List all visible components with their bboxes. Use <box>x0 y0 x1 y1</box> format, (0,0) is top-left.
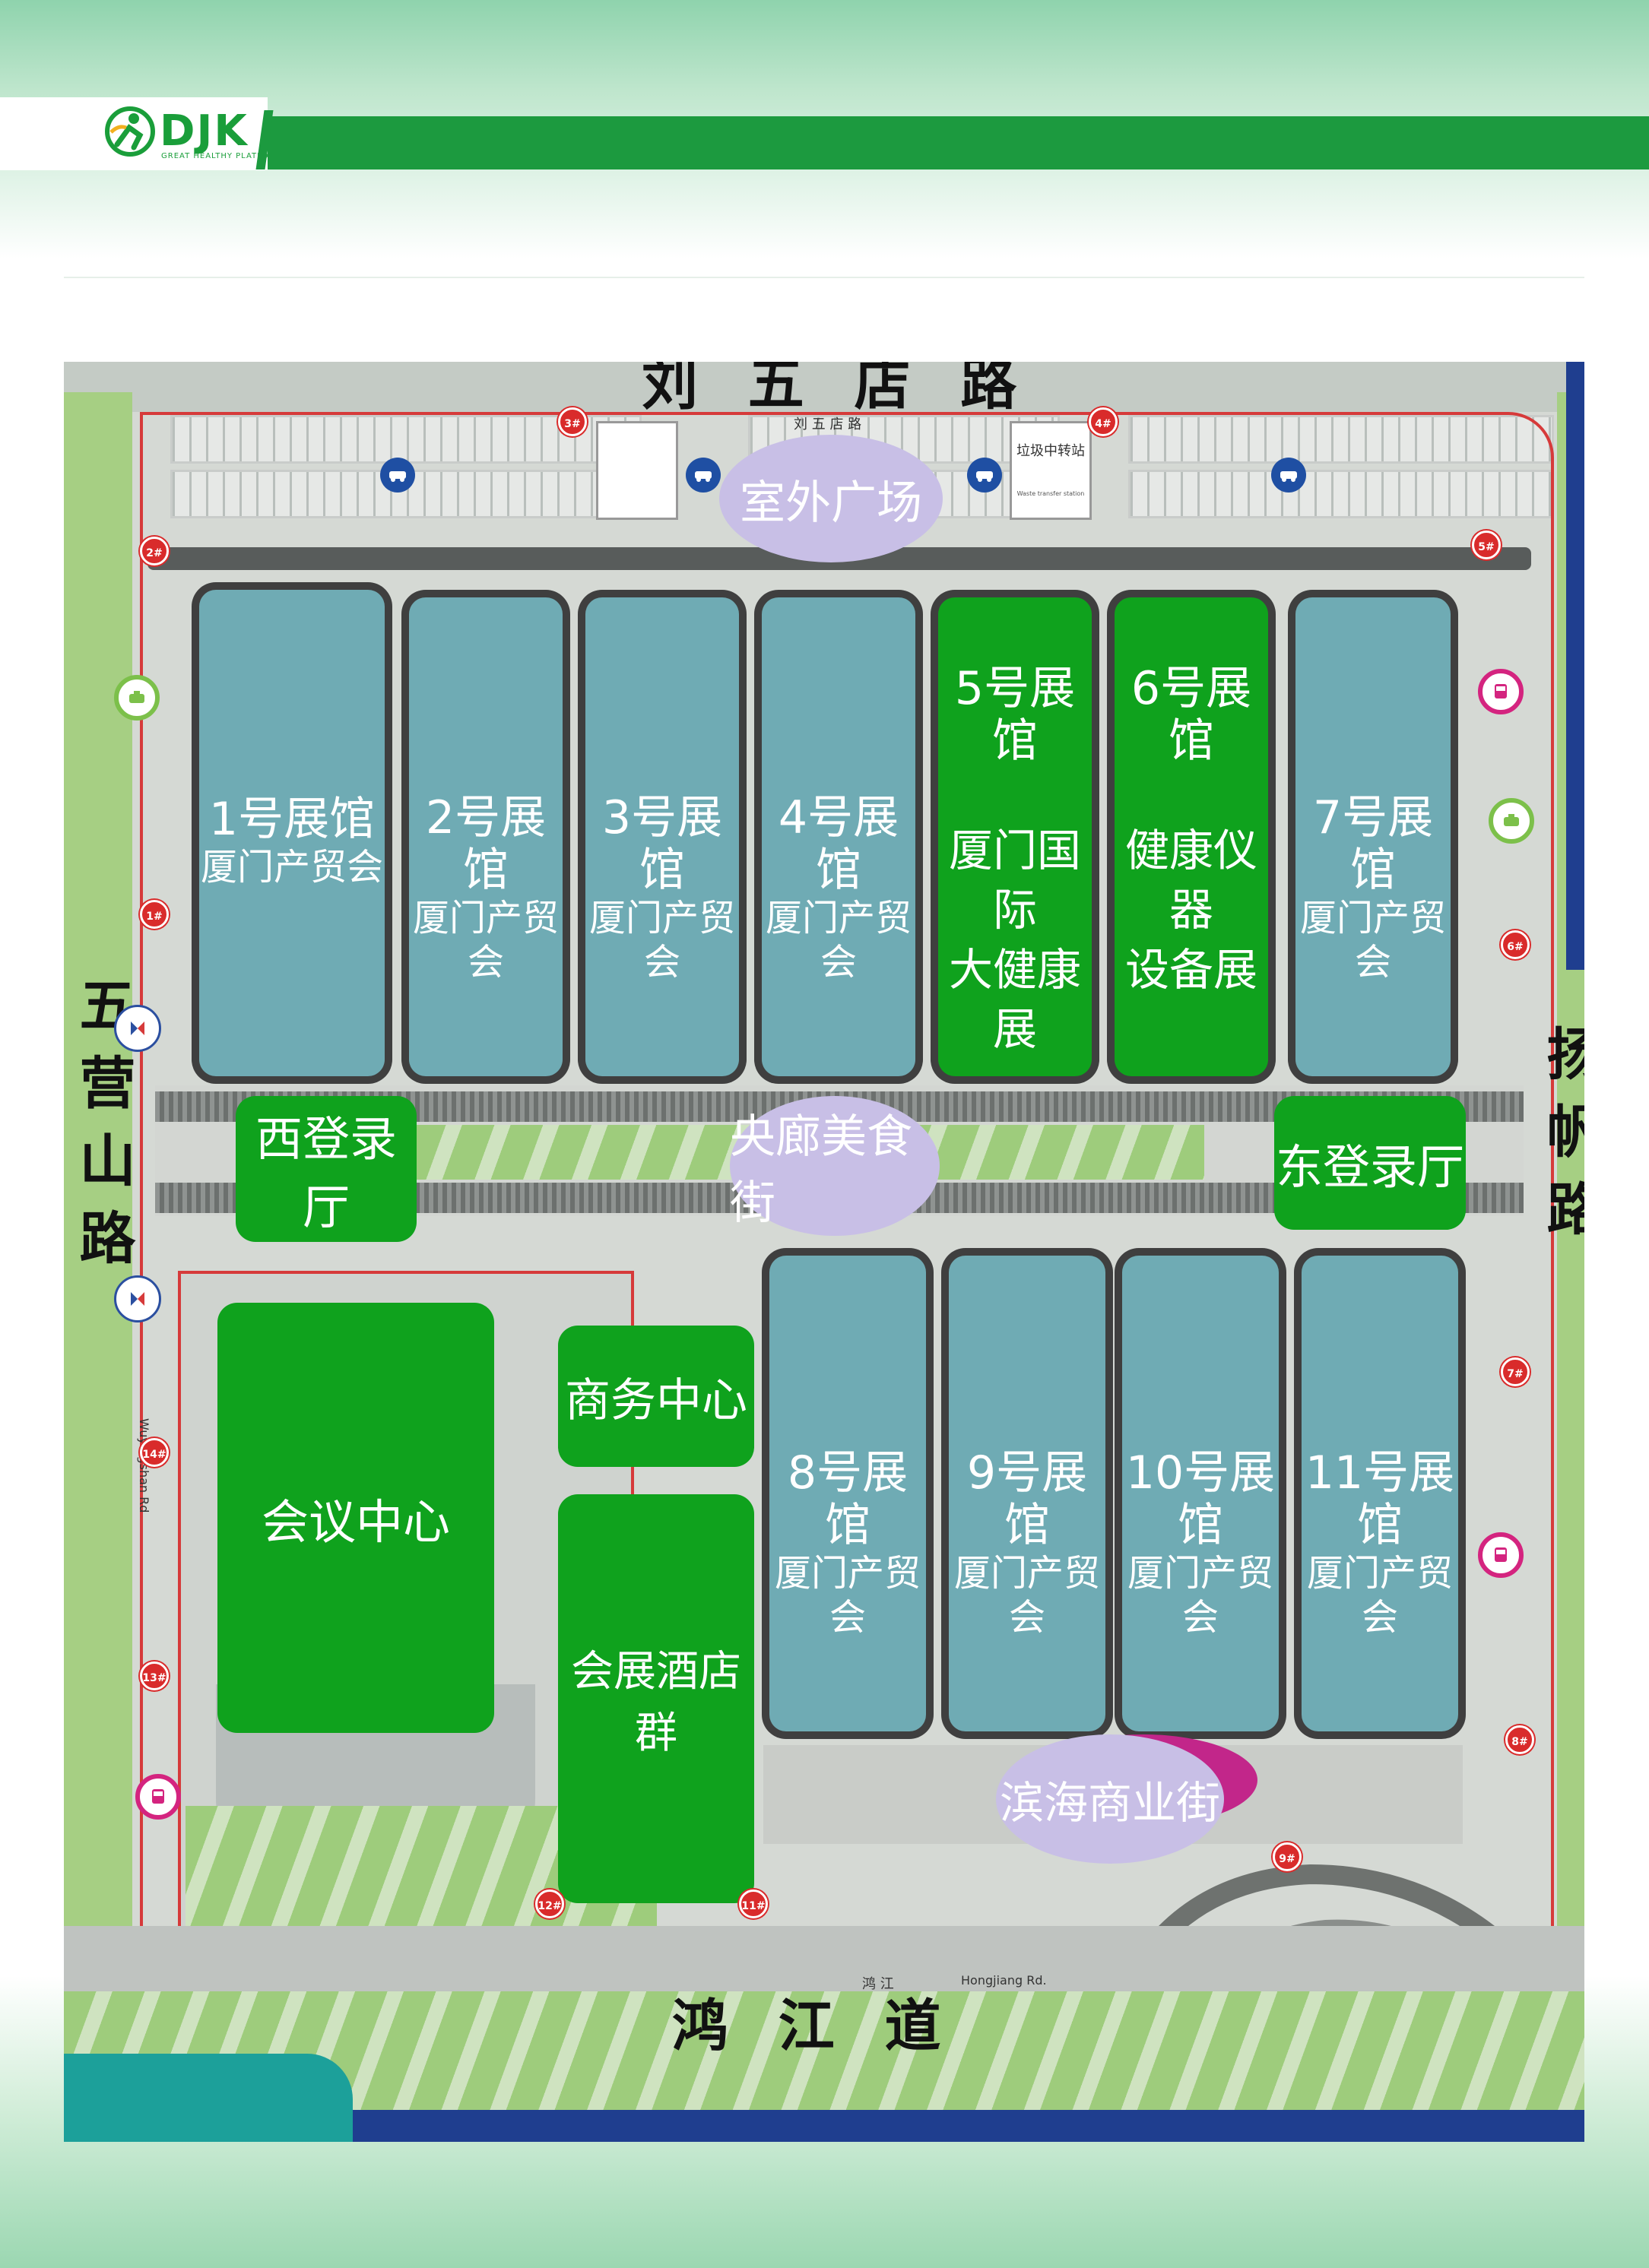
parking-icon <box>380 458 415 493</box>
hall-5-sub1: 厦门国际 <box>948 825 1081 936</box>
gate-7[interactable]: 7# <box>1501 1357 1530 1386</box>
west-lawn <box>64 392 132 2026</box>
southwest-water <box>64 2054 353 2142</box>
north-road-small-label: 刘 五 店 路 <box>794 417 862 432</box>
gate-11[interactable]: 11# <box>739 1889 768 1918</box>
bus-icon <box>135 1774 181 1820</box>
gate-2[interactable]: 2# <box>140 537 169 565</box>
south-road-small-cn: 鸿 江 <box>862 1976 894 1992</box>
hall-11-name: 11号展馆 <box>1305 1446 1455 1552</box>
building-white <box>596 421 678 520</box>
hall-4-name: 4号展馆 <box>778 791 899 897</box>
metro-icon <box>114 1005 161 1052</box>
east-lobby[interactable]: 东登录厅 <box>1274 1096 1466 1230</box>
hall-11[interactable]: 11号展馆 厦门产贸会 <box>1302 1256 1458 1731</box>
north-verge <box>64 362 1584 412</box>
gate-9[interactable]: 9# <box>1273 1842 1302 1871</box>
south-road-small-en: Hongjiang Rd. <box>961 1973 1047 1988</box>
waste-station-label: 垃圾中转站 <box>1016 443 1085 459</box>
hall-2[interactable]: 2号展馆 厦门产贸会 <box>409 597 563 1076</box>
hall-9-sub: 厦门产贸会 <box>953 1552 1100 1639</box>
bus-icon <box>1478 1532 1524 1578</box>
parking-icon <box>967 458 1002 493</box>
hall-4[interactable]: 4号展馆 厦门产贸会 <box>762 597 915 1076</box>
hall-8-sub: 厦门产贸会 <box>774 1552 921 1639</box>
logo-subtitle: GREAT HEALTHY PLATFORM <box>161 152 283 160</box>
hall-9-name: 9号展馆 <box>966 1446 1088 1552</box>
parking-lot-ne-1 <box>1128 415 1554 464</box>
hall-8[interactable]: 8号展馆 厦门产贸会 <box>769 1256 926 1731</box>
metro-icon <box>114 1275 161 1322</box>
south-road-surface <box>64 1926 1584 1991</box>
hall-6-sub2: 设备展 <box>1124 943 1257 996</box>
logo-icon <box>103 105 157 158</box>
gate-3[interactable]: 3# <box>558 407 587 436</box>
hall-7-sub: 厦门产贸会 <box>1299 897 1446 984</box>
gate-1[interactable]: 1# <box>140 900 169 929</box>
hall-1-name: 1号展馆 <box>208 793 376 846</box>
venue-map: 垃圾中转站 Waste transfer station 1号展馆 厦门产贸会 … <box>64 362 1584 2142</box>
gate-14[interactable]: 14# <box>140 1438 169 1467</box>
parking-lot-ne-2 <box>1128 470 1554 518</box>
hall-11-sub: 厦门产贸会 <box>1306 1552 1453 1639</box>
hall-4-sub: 厦门产贸会 <box>765 897 912 984</box>
hall-7-name: 7号展馆 <box>1312 791 1434 897</box>
hall-1-sub: 厦门产贸会 <box>200 846 383 889</box>
road-north-label: 刘 五 店 路 <box>642 362 1032 417</box>
hall-6[interactable]: 6号展馆 健康仪器 设备展 <box>1115 597 1268 1076</box>
hall-10-sub: 厦门产贸会 <box>1127 1552 1273 1639</box>
bus-icon <box>1478 669 1524 714</box>
conference-center[interactable]: 会议中心 <box>217 1303 494 1733</box>
outdoor-plaza[interactable]: 室外广场 <box>719 435 943 562</box>
logo-text: DJK <box>160 106 249 156</box>
waste-transfer-station: 垃圾中转站 Waste transfer station <box>1010 421 1092 520</box>
bottom-blue-strip <box>353 2110 1584 2142</box>
hall-2-sub: 厦门产贸会 <box>412 897 559 984</box>
waste-station-label-en: Waste transfer station <box>1016 490 1085 497</box>
east-blue-strip <box>1566 362 1584 970</box>
header-bar <box>268 116 1649 169</box>
hotel-group[interactable]: 会展酒店群 <box>558 1494 754 1903</box>
gate-4[interactable]: 4# <box>1089 407 1118 436</box>
west-lobby[interactable]: 西登录厅 <box>236 1096 417 1242</box>
parking-icon <box>1271 458 1306 493</box>
gate-12[interactable]: 12# <box>535 1889 564 1918</box>
taxi-icon <box>1489 798 1534 844</box>
gate-8[interactable]: 8# <box>1505 1725 1534 1754</box>
hall-6-name: 6号展馆 <box>1131 662 1252 768</box>
hall-2-name: 2号展馆 <box>425 791 547 897</box>
hall-3-name: 3号展馆 <box>601 791 723 897</box>
hall-6-sub1: 健康仪器 <box>1124 825 1257 936</box>
road-east-label: 扬帆路 <box>1537 1025 1584 1257</box>
business-center[interactable]: 商务中心 <box>558 1326 754 1467</box>
hall-10-name: 10号展馆 <box>1125 1446 1276 1552</box>
parking-icon <box>686 458 721 493</box>
hall-1[interactable]: 1号展馆 厦门产贸会 <box>199 590 385 1076</box>
food-street[interactable]: 央廊美食街 <box>730 1096 940 1236</box>
hall-5-name: 5号展馆 <box>954 662 1076 768</box>
business-street[interactable]: 滨海商业街 <box>996 1734 1224 1864</box>
hall-3[interactable]: 3号展馆 厦门产贸会 <box>585 597 739 1076</box>
gate-6[interactable]: 6# <box>1501 930 1530 959</box>
gate-13[interactable]: 13# <box>140 1661 169 1690</box>
taxi-icon <box>114 675 160 721</box>
divider <box>64 277 1584 278</box>
hall-5[interactable]: 5号展馆 厦门国际 大健康展 <box>938 597 1092 1076</box>
hall-5-sub2: 大健康展 <box>948 943 1081 1055</box>
hall-9[interactable]: 9号展馆 厦门产贸会 <box>949 1256 1105 1731</box>
hall-3-sub: 厦门产贸会 <box>588 897 735 984</box>
road-south-label: 鸿 江 道 <box>672 1994 956 2059</box>
gate-5[interactable]: 5# <box>1472 531 1501 559</box>
hall-10[interactable]: 10号展馆 厦门产贸会 <box>1122 1256 1279 1731</box>
hall-7[interactable]: 7号展馆 厦门产贸会 <box>1295 597 1451 1076</box>
hall-8-name: 8号展馆 <box>787 1446 909 1552</box>
